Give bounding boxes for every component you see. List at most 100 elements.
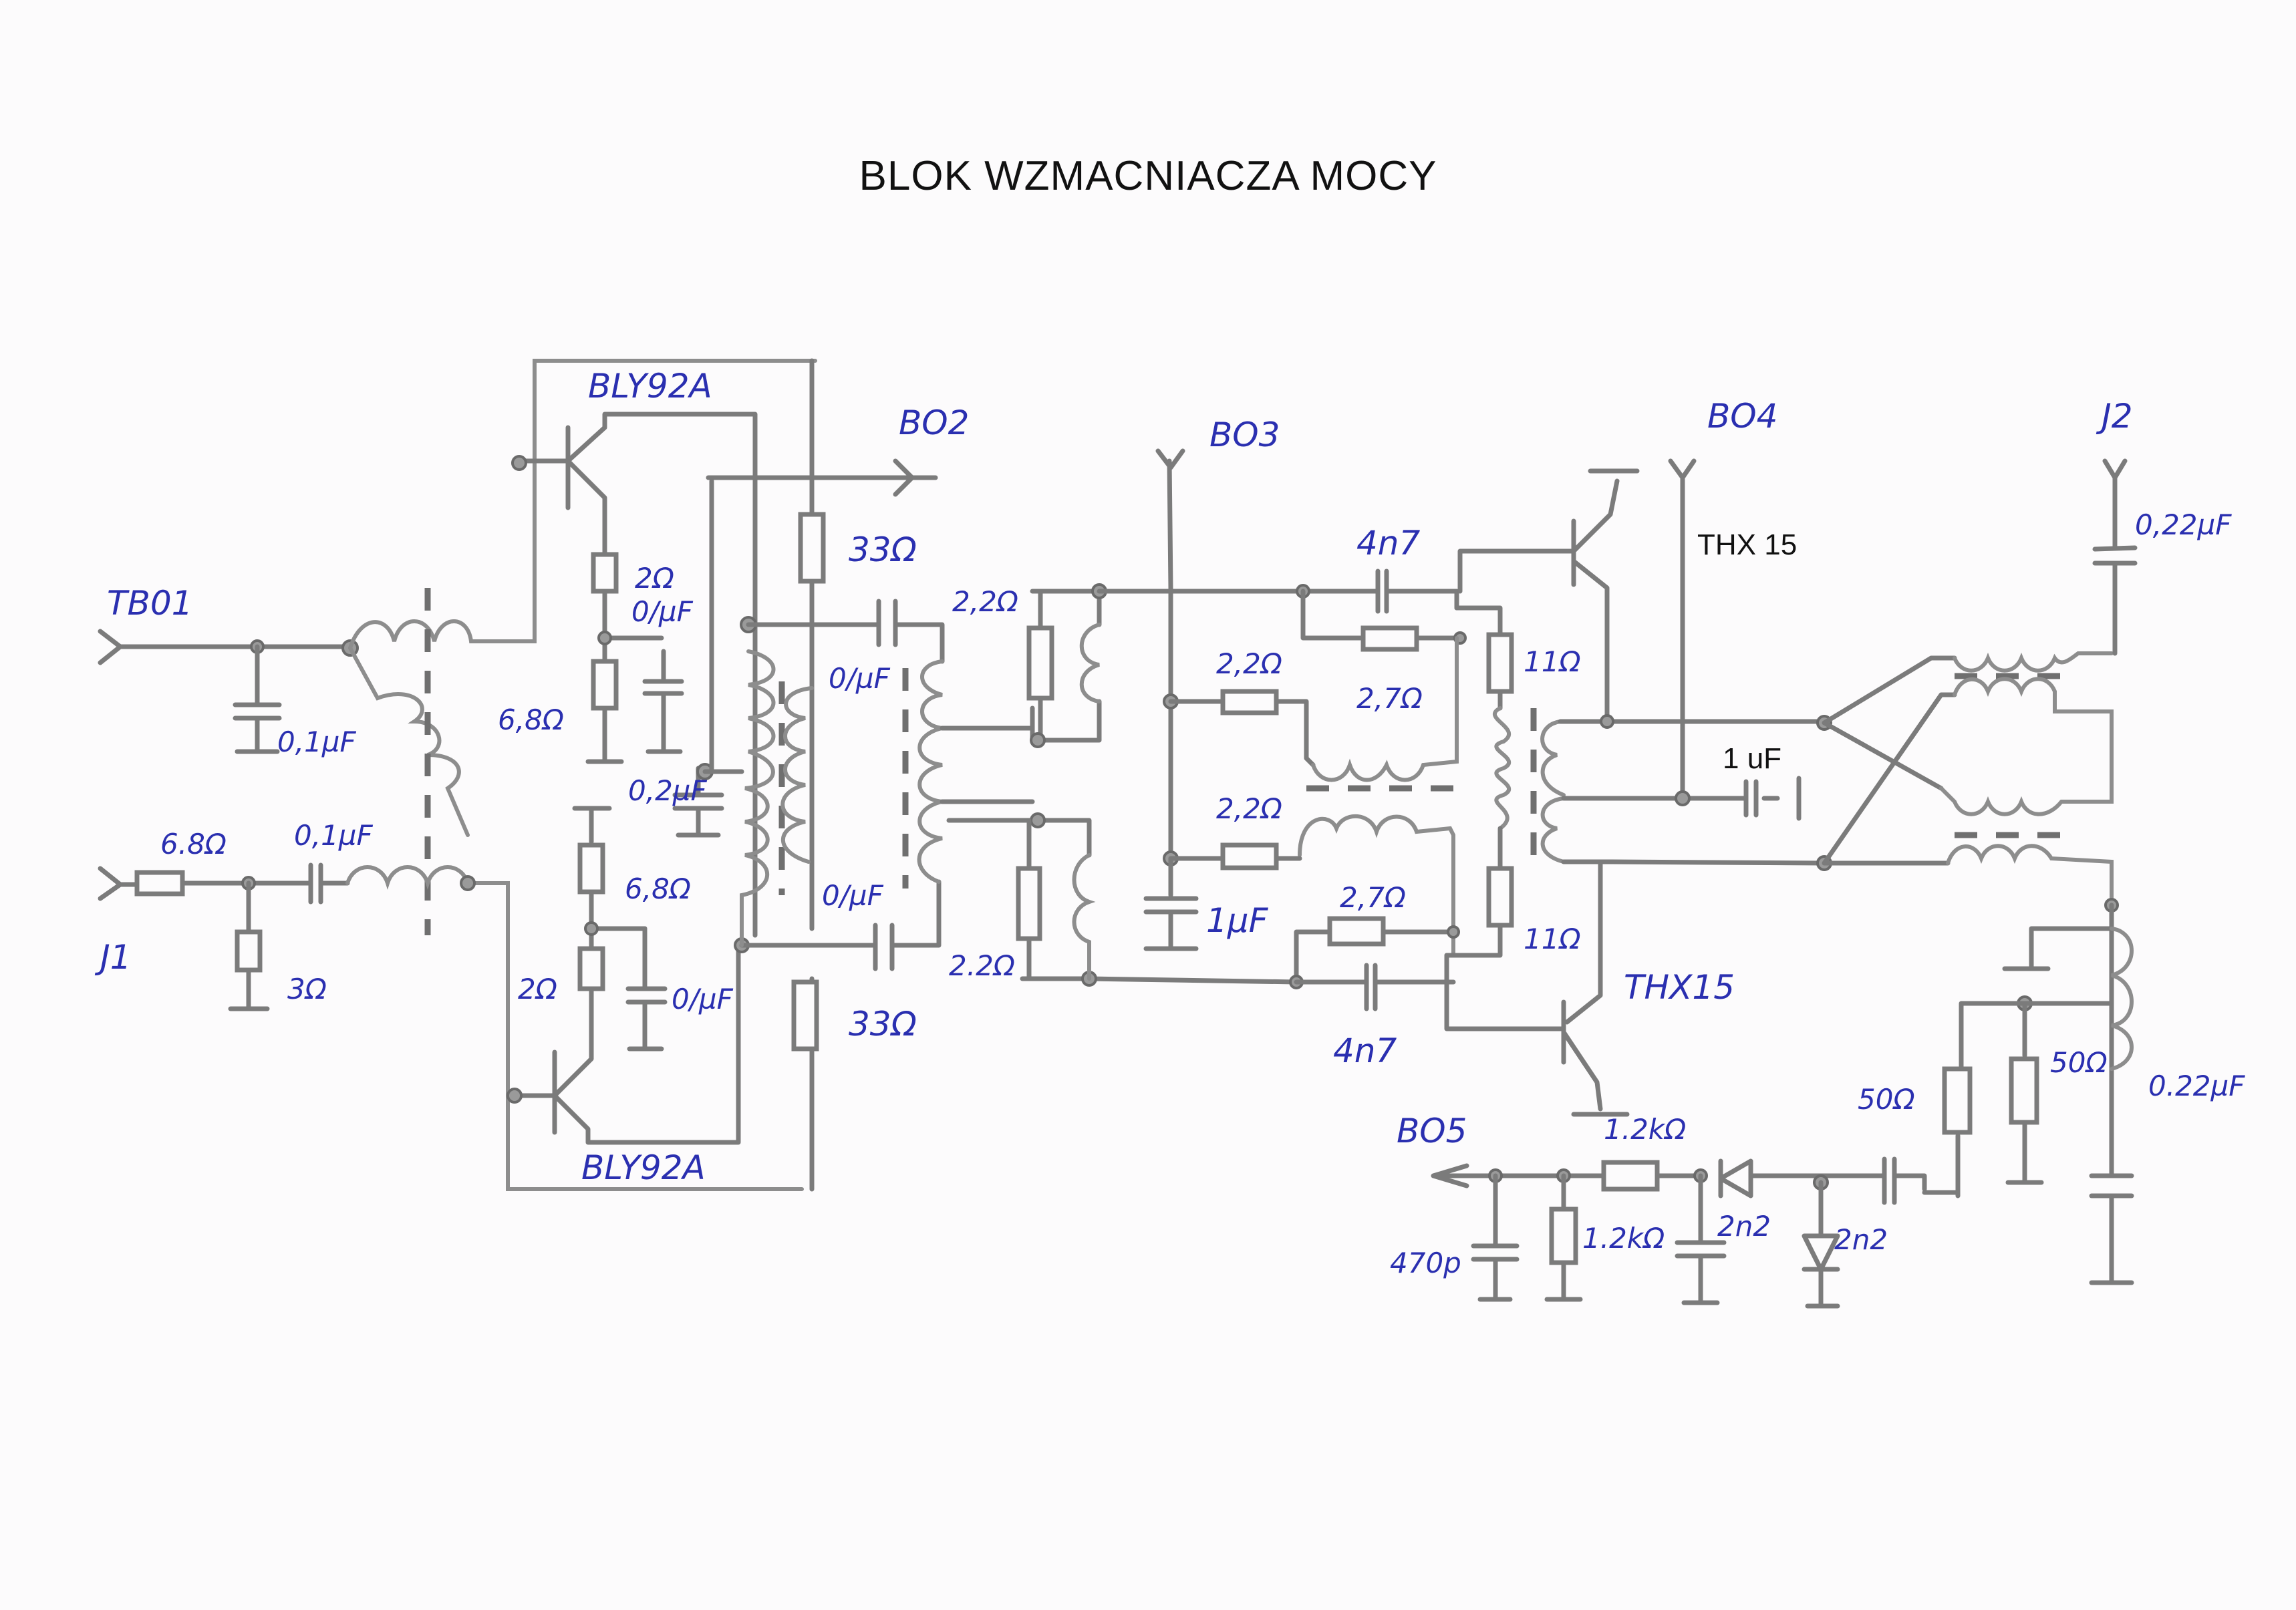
transistor-bly92a-lower: [507, 946, 741, 1145]
transistor-symbol: [517, 412, 758, 938]
interstage-coil-lower: [1072, 853, 1096, 981]
resistor-j1-series: [134, 870, 185, 897]
schematic-title: BLOK WZMACNIACZA MOCY: [859, 153, 1437, 199]
resistor-2-2ohm-upper: [1026, 625, 1054, 701]
resistor-2-2ohm-base-upper: [1220, 689, 1279, 715]
transistor-symbol: [512, 946, 741, 1145]
junction: [1600, 714, 1614, 729]
label-r-3ohm: 3Ω: [287, 973, 327, 1005]
resistor-33ohm-upper: [798, 512, 826, 584]
resistor-2ohm-lower: [577, 946, 605, 991]
resistor-2-7ohm-upper: [1360, 625, 1419, 652]
combiner-coil-1: [1953, 651, 2114, 673]
capacitor-470p: [1471, 1173, 1520, 1302]
resistor-2-2ohm-lower: [1016, 866, 1042, 941]
driver-stage: [507, 358, 945, 1192]
wire: [1168, 699, 1316, 768]
diode-shunt: [1802, 1180, 1840, 1309]
wire: [1097, 589, 1459, 611]
wire: [1444, 826, 1503, 958]
label-bo5: BO5: [1397, 1112, 1467, 1150]
capacitor-4n7-upper: [1375, 569, 1389, 614]
label-r-1-2k-shunt: 1.2kΩ: [1582, 1222, 1665, 1255]
wire: [946, 818, 1092, 858]
label-r-11-lower: 11Ω: [1524, 923, 1581, 955]
label-c-tb01: 0,1µF: [277, 726, 357, 758]
junction: [1030, 812, 1046, 828]
combiner-coil-3: [1939, 786, 2063, 816]
transistor-thx15-lower: [1444, 859, 1827, 1117]
label-j1: J1: [94, 938, 132, 977]
input-transformer-coil-bottom: [345, 865, 804, 1191]
wire: [1544, 1173, 1583, 1302]
resistor-11ohm-lower: [1486, 866, 1514, 928]
junction: [584, 921, 599, 936]
label-r-50-2: 50Ω: [2050, 1046, 2108, 1079]
j1-connector: [98, 866, 140, 901]
interstage-coil-b2: [1298, 814, 1455, 957]
resistor-50ohm-1: [1942, 1066, 1973, 1135]
junction: [1447, 925, 1460, 939]
bo3-connector: [1155, 448, 1185, 470]
capacitor-0-22uf-lower: [2089, 1106, 2134, 1285]
label-r-50-1: 50Ω: [1858, 1083, 1915, 1116]
resistor-2-2ohm-base-lower: [1220, 842, 1279, 870]
label-r-33-upper: 33Ω: [849, 530, 917, 569]
capacitor-1uf-bo3: [1143, 856, 1199, 951]
label-r-base-lower: 2,2Ω: [1216, 792, 1282, 825]
resistor-33ohm-lower: [791, 979, 819, 1052]
label-bo2: BO2: [899, 404, 969, 442]
label-c-1uf-bo3: 1µF: [1206, 901, 1269, 940]
label-bo3: BO3: [1209, 416, 1280, 454]
wire: [228, 880, 270, 1011]
resistor-1-2kohm-shunt: [1549, 1206, 1578, 1265]
label-q4: THX15: [1624, 968, 1735, 1007]
tb01-connector: [98, 629, 350, 665]
combiner-coil-2: [1953, 677, 2114, 804]
combiner-wiring: [1822, 655, 1957, 866]
labels: TB01 J1 BO2 BO3 BO4 BO5 J2 BLY92A BLY92A…: [94, 367, 2245, 1279]
wire: [702, 478, 744, 774]
label-c-couple-upper: 0/µF: [829, 662, 891, 695]
resistor-11ohm-upper: [1486, 632, 1514, 694]
label-c-2n2-input: 2n2: [1834, 1223, 1888, 1256]
driver-transformer-secondary-a: [780, 686, 814, 864]
resistor-1-2kohm-series: [1601, 1160, 1660, 1192]
detector-main-wire: [1431, 1163, 1927, 1192]
wire: [1294, 929, 1456, 985]
junction: [1030, 732, 1046, 748]
driver-transformer-secondary-b: [917, 659, 944, 884]
junction: [507, 1088, 523, 1104]
resistor-50ohm-2: [2009, 1056, 2039, 1125]
diode-series: [1718, 1158, 1753, 1198]
label-r-base-upper: 2,2Ω: [1216, 647, 1282, 680]
label-c-e1: 0/µF: [631, 595, 694, 628]
junction: [1675, 790, 1691, 806]
capacitor-2n2-input: [1882, 1156, 1897, 1205]
junction: [511, 455, 527, 471]
junction: [597, 631, 612, 645]
label-c-4n7-upper: 4n7: [1356, 524, 1421, 562]
resistor-2-7ohm-lower: [1327, 916, 1386, 947]
label-r-2-2-lower: 2.2Ω: [949, 949, 1015, 982]
label-q2: BLY92A: [581, 1148, 706, 1187]
bo3-rail: [1167, 458, 1173, 861]
capacitor-couple-lower: [873, 923, 895, 971]
capacitor-tb01: [233, 644, 282, 754]
label-j2: J2: [2096, 397, 2133, 436]
label-r-par-lower: 2,7Ω: [1340, 881, 1406, 914]
interstage-coil-upper: [1079, 623, 1101, 703]
label-tb01: TB01: [107, 584, 192, 623]
junction: [460, 875, 476, 891]
label-q1: BLY92A: [588, 367, 712, 406]
label-c-4n7-lower: 4n7: [1333, 1031, 1397, 1070]
j2-connector-and-cap: [2092, 458, 2138, 656]
input-transformer-coil-diag: [348, 646, 470, 837]
label-c-2n2-mid: 2n2: [1717, 1210, 1771, 1243]
driver-transformer-primary: [740, 649, 776, 947]
resistor-6-8ohm-upper: [591, 659, 619, 711]
label-c-1uf-bo4: 1 uF: [1723, 742, 1781, 775]
label-c-470p: 470p: [1390, 1247, 1461, 1279]
